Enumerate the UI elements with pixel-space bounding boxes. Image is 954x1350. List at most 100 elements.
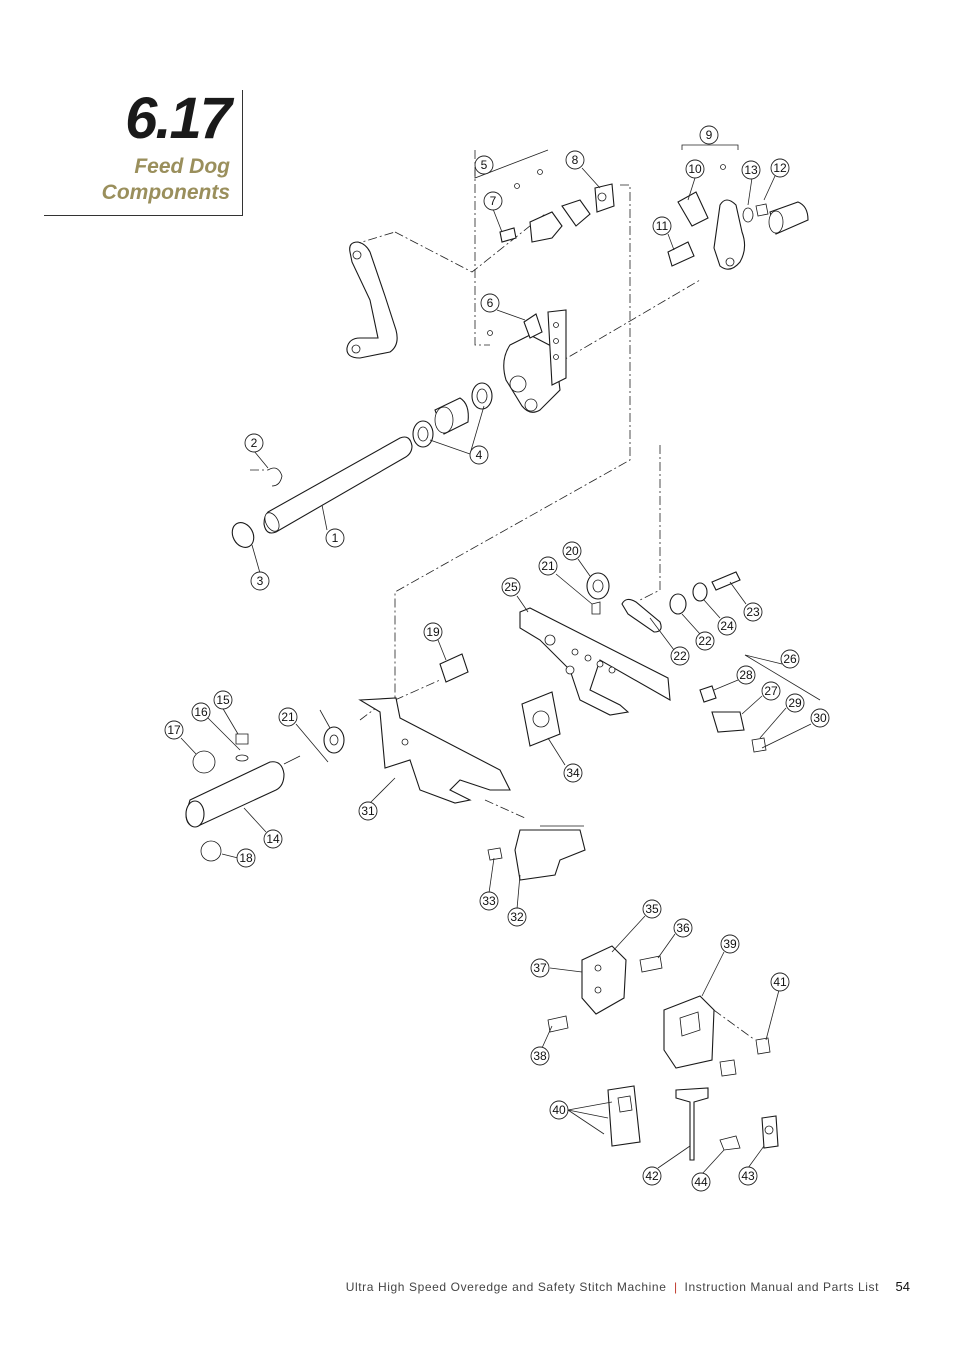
callout-31: 31 bbox=[358, 801, 378, 821]
section-number: 6.17 bbox=[125, 86, 232, 151]
callout-41: 41 bbox=[770, 972, 790, 992]
callout-26: 26 bbox=[780, 649, 800, 669]
callout-38: 38 bbox=[530, 1046, 550, 1066]
callout-number: 28 bbox=[739, 668, 753, 682]
callout-23: 23 bbox=[743, 602, 763, 622]
callout-number: 42 bbox=[645, 1169, 659, 1183]
callout-37: 37 bbox=[530, 958, 550, 978]
callout-27: 27 bbox=[761, 681, 781, 701]
collar-shape bbox=[529, 211, 563, 243]
footer-document-subtitle: Instruction Manual and Parts List bbox=[684, 1280, 880, 1294]
footer-document-title: Ultra High Speed Overedge and Safety Sti… bbox=[345, 1280, 667, 1294]
callout-3: 3 bbox=[250, 571, 270, 591]
leader-lines bbox=[180, 144, 821, 1175]
callout-18: 18 bbox=[236, 848, 256, 868]
callout-number: 4 bbox=[476, 448, 483, 462]
footer-page-number: 54 bbox=[895, 1279, 910, 1294]
callout-number: 3 bbox=[257, 574, 264, 588]
footer-separator: | bbox=[673, 1280, 678, 1294]
callout-number: 44 bbox=[694, 1175, 708, 1189]
section-title-line-2: Components bbox=[101, 181, 230, 204]
callout-number: 36 bbox=[676, 921, 690, 935]
callout-number: 33 bbox=[482, 894, 496, 908]
callout-number: 12 bbox=[773, 161, 787, 175]
callout-number: 30 bbox=[813, 711, 827, 725]
callout-13: 13 bbox=[741, 160, 761, 180]
callout-number: 27 bbox=[764, 684, 778, 698]
end-cap-shape bbox=[231, 522, 255, 548]
feed-bar-front-shape bbox=[358, 697, 511, 804]
callout-20: 20 bbox=[562, 541, 582, 561]
callout-34: 34 bbox=[563, 763, 583, 783]
callout-number: 11 bbox=[656, 219, 669, 233]
callout-21: 21 bbox=[278, 707, 298, 727]
callout-40: 40 bbox=[549, 1100, 569, 1120]
callout-24: 24 bbox=[717, 616, 737, 636]
callout-number: 6 bbox=[487, 296, 494, 310]
callout-number: 5 bbox=[481, 158, 488, 172]
feed-bar-rear-shape bbox=[519, 607, 671, 716]
callout-number: 24 bbox=[720, 619, 734, 633]
callout-number: 26 bbox=[783, 652, 797, 666]
callout-number: 9 bbox=[706, 128, 713, 142]
callout-number: 8 bbox=[572, 153, 579, 167]
callout-number: 10 bbox=[688, 162, 702, 176]
callout-19: 19 bbox=[423, 622, 443, 642]
callout-number: 15 bbox=[216, 693, 230, 707]
callout-14: 14 bbox=[263, 829, 283, 849]
callout-number: 2 bbox=[251, 436, 258, 450]
callout-6: 6 bbox=[480, 293, 500, 313]
callout-12: 12 bbox=[770, 158, 790, 178]
callout-29: 29 bbox=[785, 693, 805, 713]
crank-shape bbox=[503, 334, 561, 413]
heading-divider-horizontal bbox=[44, 215, 243, 216]
callout-labels: 1234567891011121314151617181920212122222… bbox=[164, 125, 830, 1192]
callout-number: 16 bbox=[194, 705, 208, 719]
callout-2: 2 bbox=[244, 433, 264, 453]
callout-30: 30 bbox=[810, 708, 830, 728]
callout-28: 28 bbox=[736, 665, 756, 685]
callout-number: 20 bbox=[565, 544, 579, 558]
assembly-centerlines bbox=[250, 150, 756, 1041]
callout-22: 22 bbox=[670, 646, 690, 666]
section-title: Feed Dog Components bbox=[102, 154, 230, 206]
callout-number: 37 bbox=[533, 961, 547, 975]
callout-number: 41 bbox=[773, 975, 787, 989]
callout-25: 25 bbox=[501, 577, 521, 597]
callout-4: 4 bbox=[469, 445, 489, 465]
retaining-ring-shape bbox=[267, 467, 283, 487]
callout-number: 43 bbox=[741, 1169, 755, 1183]
callout-36: 36 bbox=[673, 918, 693, 938]
callout-22: 22 bbox=[695, 631, 715, 651]
callout-number: 18 bbox=[239, 851, 253, 865]
callout-11: 11 bbox=[652, 216, 672, 236]
callout-number: 19 bbox=[426, 625, 440, 639]
bracket-shape bbox=[581, 945, 627, 1015]
callout-number: 22 bbox=[673, 649, 687, 663]
feed-lever-shape bbox=[346, 241, 398, 359]
callout-number: 7 bbox=[490, 194, 497, 208]
callout-32: 32 bbox=[507, 907, 527, 927]
reference-dots bbox=[487, 164, 726, 336]
callout-9: 9 bbox=[699, 125, 719, 145]
callout-number: 31 bbox=[361, 804, 375, 818]
callout-33: 33 bbox=[479, 891, 499, 911]
heading-divider-vertical bbox=[242, 90, 243, 216]
callout-number: 34 bbox=[566, 766, 580, 780]
main-shaft-shape bbox=[263, 436, 413, 534]
section-title-line-1: Feed Dog bbox=[134, 155, 230, 178]
callout-16: 16 bbox=[191, 702, 211, 722]
callout-42: 42 bbox=[642, 1166, 662, 1186]
callout-number: 22 bbox=[698, 634, 712, 648]
callout-35: 35 bbox=[642, 899, 662, 919]
section-heading: 6.17 Feed Dog Components bbox=[44, 90, 242, 215]
callout-number: 21 bbox=[541, 559, 555, 573]
callout-number: 17 bbox=[167, 723, 181, 737]
callout-39: 39 bbox=[720, 934, 740, 954]
part-drawings bbox=[185, 183, 809, 1161]
callout-10: 10 bbox=[685, 159, 705, 179]
callout-21: 21 bbox=[538, 556, 558, 576]
callout-number: 23 bbox=[746, 605, 760, 619]
callout-8: 8 bbox=[565, 150, 585, 170]
callout-15: 15 bbox=[213, 690, 233, 710]
